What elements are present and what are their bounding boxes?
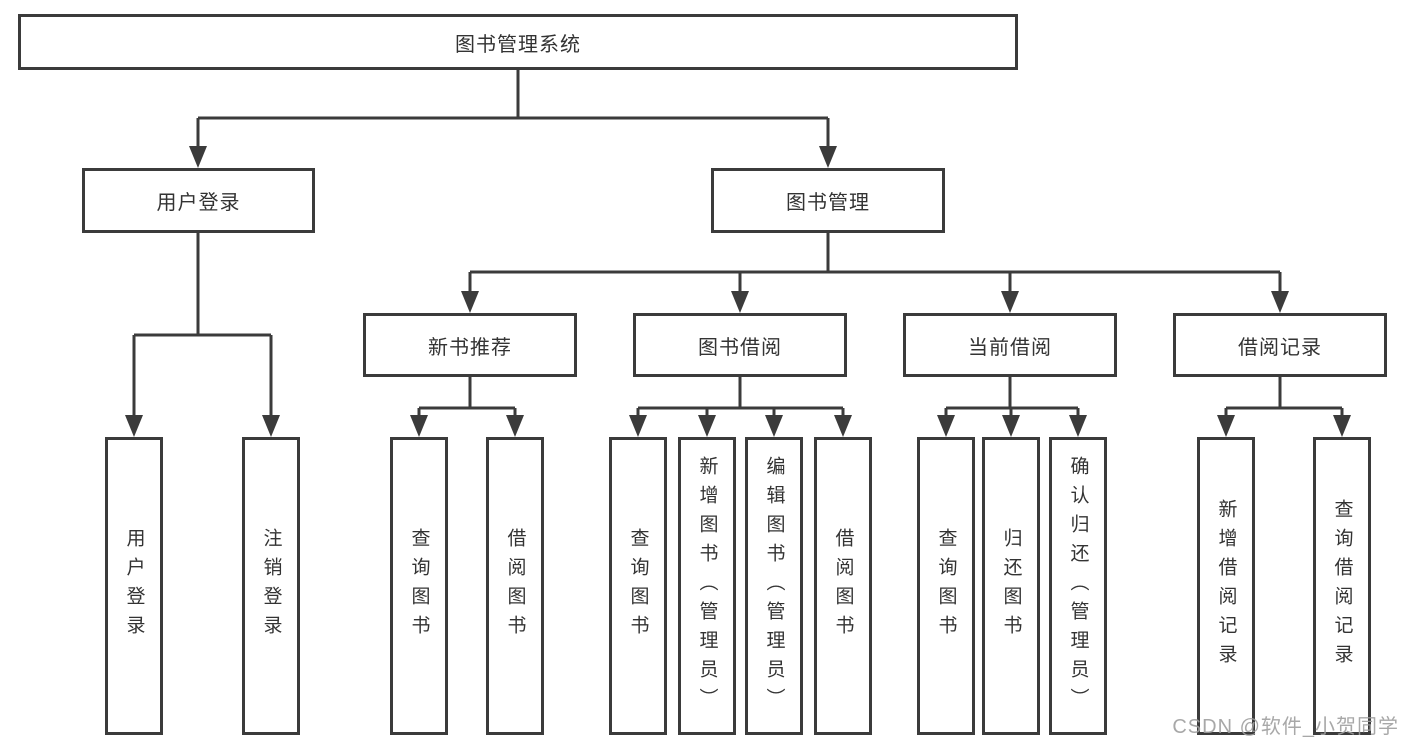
edge-book-management-children [461,233,1289,313]
node-bb-borrow-books-label: 借阅图书 [832,528,854,644]
node-cb-return-books-label: 归还图书 [1000,528,1022,644]
edge-current-borrow-children [937,377,1087,437]
edge-book-borrow-children [629,377,852,437]
node-br-query-record-label: 查询借阅记录 [1331,499,1353,673]
node-user-login-label: 用户登录 [156,192,241,214]
node-book-borrow: 图书借阅 [633,313,847,377]
node-new-book-recommend-label: 新书推荐 [428,336,512,359]
edge-root-children [189,70,837,168]
node-user-login: 用户登录 [82,168,315,233]
node-logout-action: 注销登录 [242,437,300,735]
node-br-add-record: 新增借阅记录 [1197,437,1255,735]
node-bb-add-books: 新增图书（管理员） [678,437,736,735]
node-nb-query-books: 查询图书 [390,437,448,735]
node-nb-query-books-label: 查询图书 [408,528,430,644]
edge-borrow-records-children [1217,377,1351,437]
node-user-login-action: 用户登录 [105,437,163,735]
node-bb-query-books-label: 查询图书 [627,528,649,644]
node-cb-confirm-return: 确认归还（管理员） [1049,437,1107,735]
node-user-login-action-label: 用户登录 [123,528,145,644]
node-root: 图书管理系统 [18,14,1018,70]
node-cb-query-books: 查询图书 [917,437,975,735]
node-br-query-record: 查询借阅记录 [1313,437,1371,735]
edge-user-login-children [125,233,280,437]
node-book-management-label: 图书管理 [786,192,870,214]
node-bb-query-books: 查询图书 [609,437,667,735]
node-cb-confirm-return-label: 确认归还（管理员） [1067,455,1089,717]
node-cb-query-books-label: 查询图书 [935,528,957,644]
node-logout-action-label: 注销登录 [260,528,282,644]
node-br-add-record-label: 新增借阅记录 [1215,499,1237,673]
node-new-book-recommend: 新书推荐 [363,313,577,377]
node-root-label: 图书管理系统 [455,33,581,56]
node-borrow-records: 借阅记录 [1173,313,1387,377]
node-current-borrow-label: 当前借阅 [968,336,1052,359]
node-nb-borrow-books-label: 借阅图书 [504,528,526,644]
node-borrow-records-label: 借阅记录 [1238,336,1322,359]
node-nb-borrow-books: 借阅图书 [486,437,544,735]
node-bb-edit-books-label: 编辑图书（管理员） [763,455,785,717]
node-bb-borrow-books: 借阅图书 [814,437,872,735]
node-bb-add-books-label: 新增图书（管理员） [696,455,718,717]
node-bb-edit-books: 编辑图书（管理员） [745,437,803,735]
node-current-borrow: 当前借阅 [903,313,1117,377]
node-cb-return-books: 归还图书 [982,437,1040,735]
edge-new-book-recommend-children [410,377,524,437]
node-book-management: 图书管理 [711,168,945,233]
node-book-borrow-label: 图书借阅 [698,336,782,359]
